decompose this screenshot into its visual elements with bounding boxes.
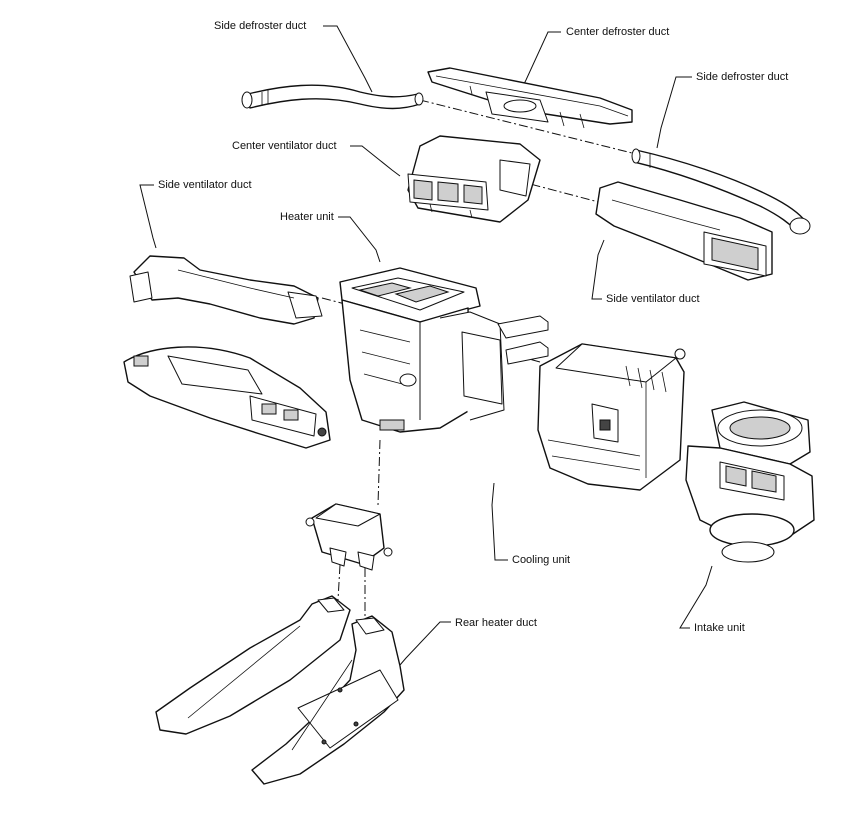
label-side-ventilator-duct-left: Side ventilator duct (158, 179, 252, 191)
intake-unit (685, 401, 815, 563)
label-cooling-unit: Cooling unit (512, 554, 570, 566)
side-ventilator-duct-right (595, 181, 773, 281)
label-center-defroster-duct: Center defroster duct (566, 26, 669, 38)
label-side-ventilator-duct-right: Side ventilator duct (606, 293, 700, 305)
label-side-defroster-duct-right: Side defroster duct (696, 71, 788, 83)
center-ventilator-duct (407, 135, 541, 223)
assembly-center-lines (321, 99, 641, 618)
side-defroster-duct-right (631, 148, 811, 235)
label-heater-unit: Heater unit (280, 211, 334, 223)
heater-unit (339, 267, 549, 433)
label-rear-heater-duct: Rear heater duct (455, 617, 537, 629)
rear-duct-connector (305, 503, 393, 571)
label-side-defroster-duct-left: Side defroster duct (214, 20, 306, 32)
center-defroster-duct (427, 67, 633, 129)
side-defroster-duct-left (241, 84, 424, 110)
side-ventilator-duct-left (129, 255, 323, 325)
cooling-unit (537, 343, 686, 491)
instrument-panel-assembly (123, 346, 331, 449)
rear-heater-duct (155, 595, 405, 785)
label-intake-unit: Intake unit (694, 622, 745, 634)
label-center-ventilator-duct: Center ventilator duct (232, 140, 337, 152)
